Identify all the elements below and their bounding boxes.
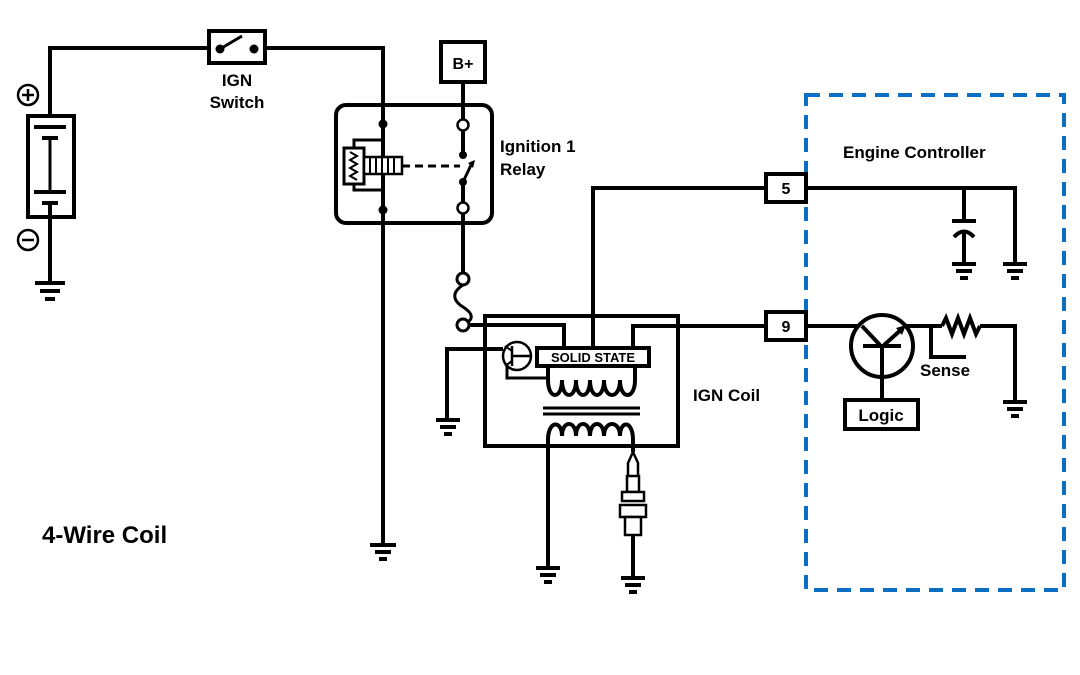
ign-switch-label-2: Switch <box>210 93 265 112</box>
battery-positive-icon <box>16 83 40 107</box>
ign-coil-label: IGN Coil <box>693 386 760 405</box>
ign-switch-label-1: IGN <box>222 71 252 90</box>
wire-fuse-to-coil <box>469 323 566 349</box>
battery <box>26 114 76 219</box>
relay-label-2: Relay <box>500 160 546 179</box>
ign-switch-icon[interactable] <box>207 29 267 65</box>
wire-pin-5-internal <box>806 186 1017 263</box>
solid-state-label: SOLID STATE <box>551 350 635 365</box>
relay-label-1: Ignition 1 <box>500 137 576 156</box>
ground-icon <box>536 566 560 584</box>
ground-icon <box>952 262 976 280</box>
ground-icon <box>436 418 460 436</box>
secondary-winding <box>546 422 635 568</box>
logic-label: Logic <box>858 406 903 425</box>
driver-transistor-icon <box>849 313 915 400</box>
ground-icon <box>1003 400 1027 418</box>
pin-9-label: 9 <box>782 319 791 336</box>
engine-controller-boundary <box>804 93 1066 592</box>
battery-negative-icon <box>16 228 40 252</box>
fuse-icon <box>453 271 473 333</box>
b-plus-label: B+ <box>453 56 474 73</box>
capacitor-icon <box>952 219 976 263</box>
ground-icon <box>370 543 396 561</box>
logic-box <box>843 398 920 431</box>
solid-state-box <box>535 346 651 368</box>
wire-pin-5 <box>591 186 766 349</box>
wire-battery-to-switch <box>48 46 210 116</box>
wire-pin-9 <box>631 324 766 349</box>
primary-winding <box>546 366 637 397</box>
ground-icon <box>35 281 65 301</box>
sense-label: Sense <box>920 361 970 380</box>
diagram-title: 4-Wire Coil <box>42 522 167 549</box>
coil-transistor-icon <box>501 340 533 372</box>
pin-5-label: 5 <box>782 181 791 198</box>
engine-controller-label: Engine Controller <box>843 143 986 162</box>
sense-tap <box>929 326 966 359</box>
spark-plug-icon <box>618 448 648 594</box>
resistor-icon <box>940 312 982 340</box>
ign-coil-box <box>483 314 680 448</box>
ground-icon <box>1003 262 1027 280</box>
wire-coil-ground <box>445 347 503 420</box>
wire-switch-to-relay-coil <box>265 46 385 545</box>
ignition-relay <box>334 82 494 272</box>
wire-resistor-ground <box>980 324 1017 402</box>
